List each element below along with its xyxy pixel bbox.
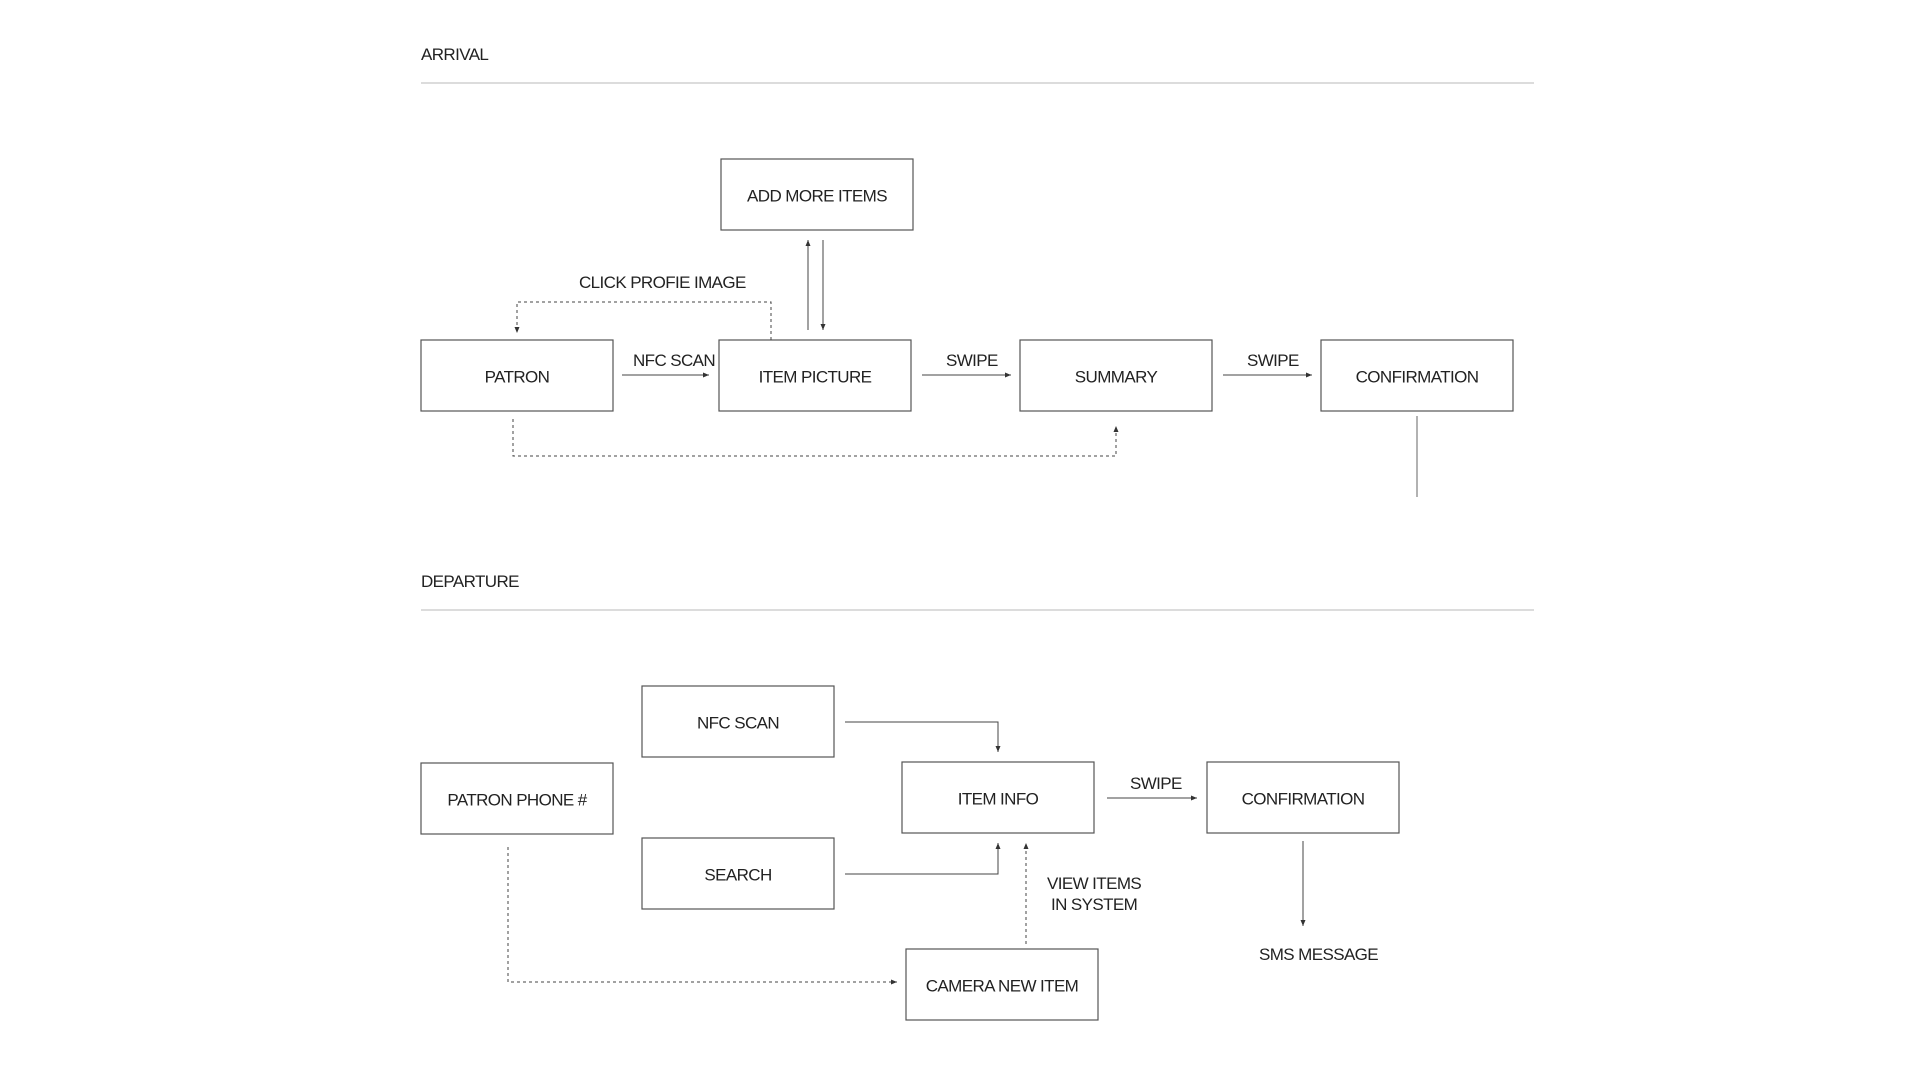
node-patron-label: PATRON (485, 367, 550, 386)
departure-section: DEPARTURE NFC SCAN PATRON PHONE # ITEM I… (420, 572, 1534, 1021)
node-departure-confirmation-label: CONFIRMATION (1242, 789, 1365, 808)
node-item-info: ITEM INFO (901, 761, 1095, 834)
node-add-more-items: ADD MORE ITEMS (720, 158, 914, 231)
node-summary-label: SUMMARY (1075, 367, 1158, 386)
node-arrival-confirmation: CONFIRMATION (1320, 339, 1514, 412)
node-patron-phone: PATRON PHONE # (420, 762, 614, 835)
edge-label-view-items-line2: IN SYSTEM (1051, 895, 1137, 914)
edge-patron-phone-to-camera (507, 847, 897, 985)
node-item-picture: ITEM PICTURE (718, 339, 912, 412)
edge-label-sms-message: SMS MESSAGE (1259, 945, 1378, 964)
edge-nfc-scan-to-item-info (845, 721, 1001, 752)
node-departure-nfc-scan: NFC SCAN (641, 685, 835, 758)
node-patron-phone-label: PATRON PHONE # (447, 790, 587, 809)
node-add-more-items-label: ADD MORE ITEMS (747, 186, 887, 205)
edge-search-to-item-info (845, 843, 1001, 875)
edge-label-swipe-2: SWIPE (1247, 351, 1299, 370)
edge-click-profile-image (514, 301, 772, 340)
node-arrival-confirmation-label: CONFIRMATION (1356, 367, 1479, 386)
edge-label-click-profile-image: CLICK PROFIE IMAGE (579, 273, 746, 292)
node-patron: PATRON (420, 339, 614, 412)
node-departure-nfc-scan-label: NFC SCAN (697, 713, 779, 732)
node-camera-new-item-label: CAMERA NEW ITEM (926, 976, 1079, 995)
edge-label-swipe-1: SWIPE (946, 351, 998, 370)
node-camera-new-item: CAMERA NEW ITEM (905, 948, 1099, 1021)
node-item-picture-label: ITEM PICTURE (759, 367, 872, 386)
node-search: SEARCH (641, 837, 835, 910)
arrival-title: ARRIVAL (421, 45, 488, 64)
edge-label-departure-swipe: SWIPE (1130, 774, 1182, 793)
edge-patron-to-summary (512, 419, 1119, 457)
departure-title: DEPARTURE (421, 572, 519, 591)
node-summary: SUMMARY (1019, 339, 1213, 412)
edge-label-view-items-line1: VIEW ITEMS (1047, 874, 1141, 893)
node-search-label: SEARCH (704, 865, 771, 884)
arrival-section: ARRIVAL ADD MORE ITEMS PATRON ITEM PICTU… (420, 45, 1534, 497)
node-departure-confirmation: CONFIRMATION (1206, 761, 1400, 834)
node-item-info-label: ITEM INFO (958, 789, 1039, 808)
edge-label-nfc-scan: NFC SCAN (633, 351, 715, 370)
